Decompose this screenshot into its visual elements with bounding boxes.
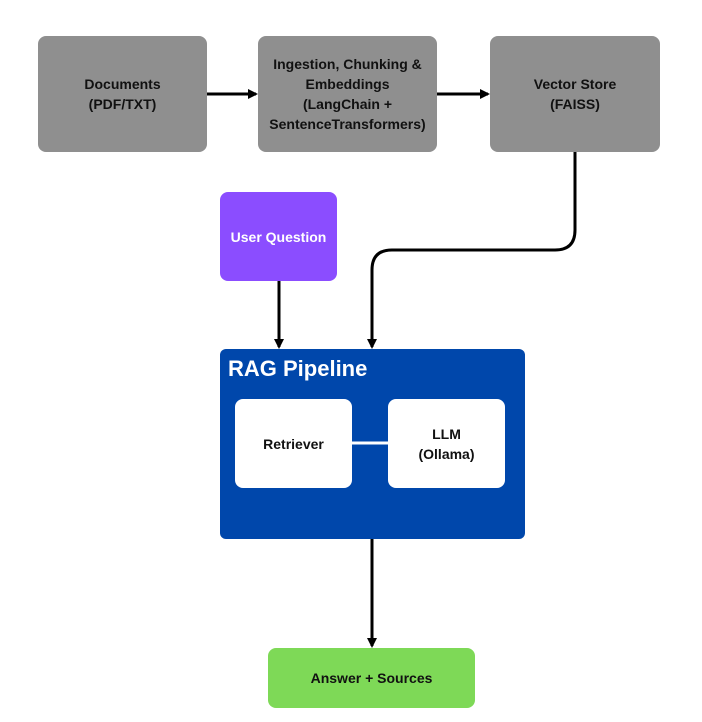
user-question-node: User Question [220,192,337,281]
ingestion-label: Ingestion, Chunking & Embeddings (LangCh… [269,56,426,132]
vector-store-node: Vector Store (FAISS) [490,36,660,152]
arrow-vector-store-to-rag-pipeline [367,152,577,349]
retriever-label: Retriever [263,435,324,452]
llm-label: LLM (Ollama) [418,425,475,462]
user-question-label: User Question [230,228,327,245]
answer-sources-label: Answer + Sources [310,670,433,686]
retriever-node: Retriever [235,399,352,488]
documents-node: Documents (PDF/TXT) [38,36,207,152]
answer-sources-node: Answer + Sources [268,648,475,708]
ingestion-node: Ingestion, Chunking & Embeddings (LangCh… [258,36,437,152]
documents-label: Documents (PDF/TXT) [84,76,161,112]
rag-pipeline-title: RAG Pipeline [228,356,368,381]
llm-node: LLM (Ollama) [388,399,505,488]
vector-store-label: Vector Store (FAISS) [533,76,617,112]
